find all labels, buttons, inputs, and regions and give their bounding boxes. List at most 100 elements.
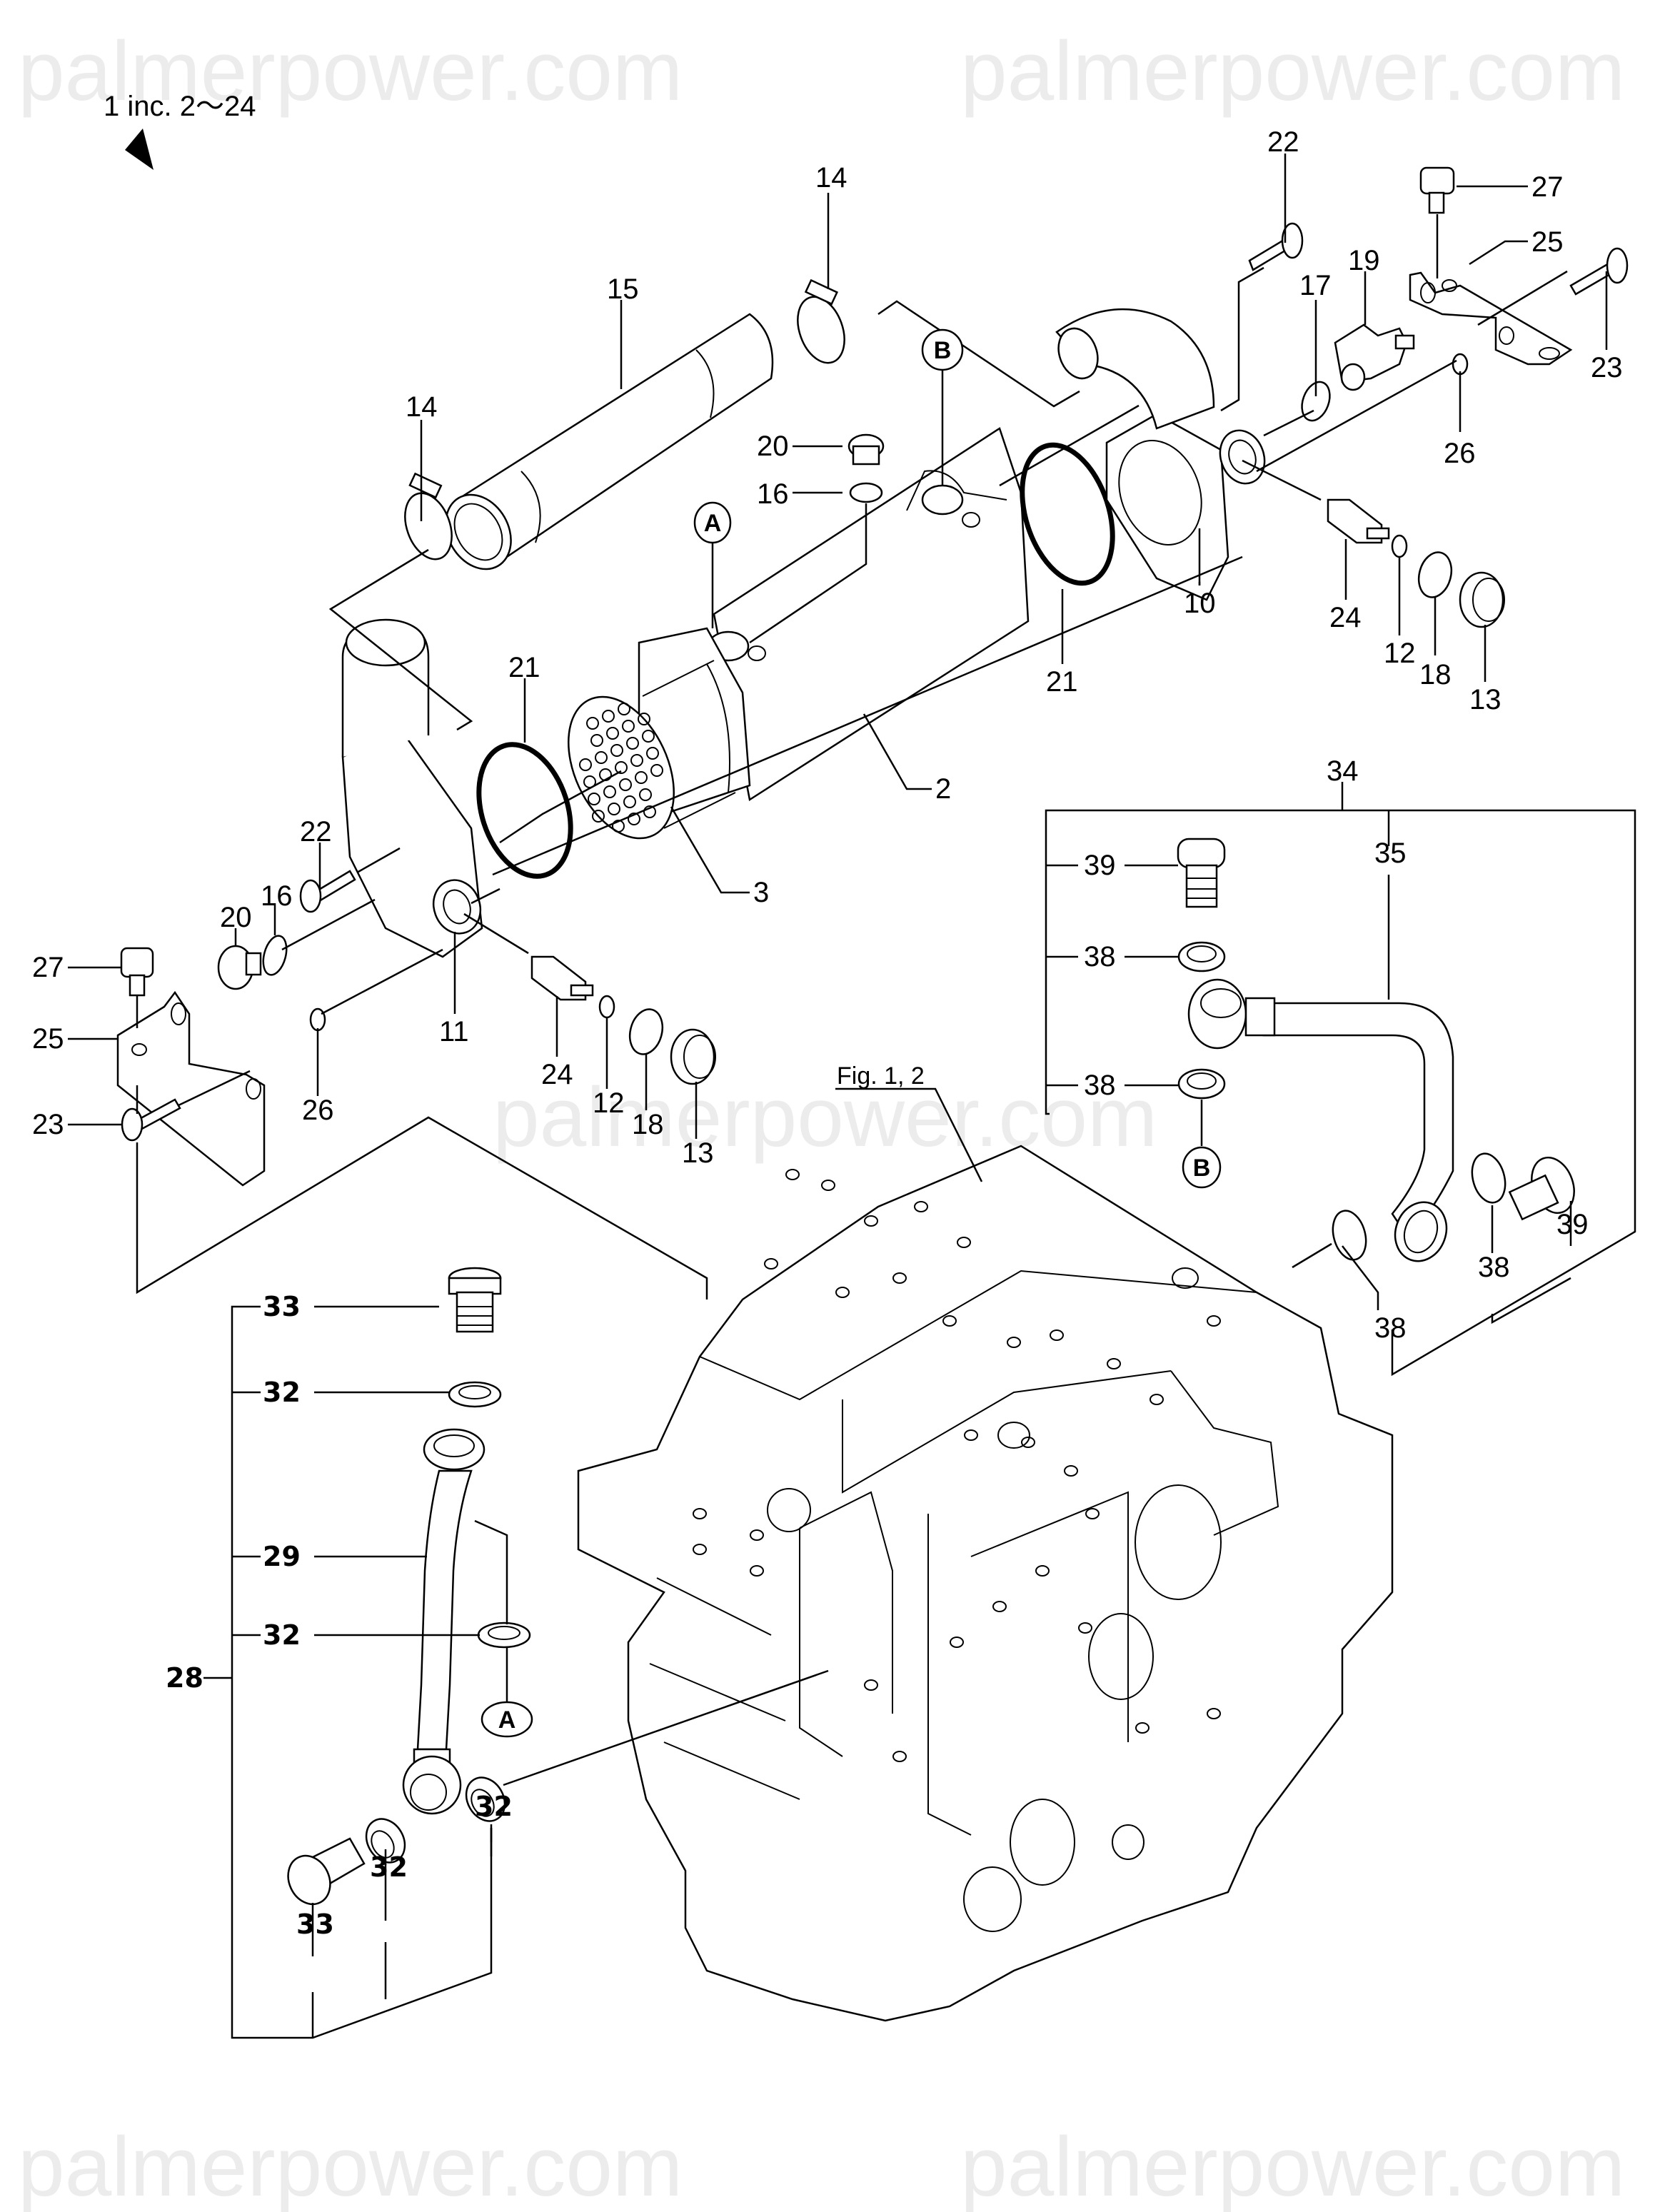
callout-20-left: 20: [220, 902, 252, 933]
tube-hole: [603, 785, 616, 798]
callout-23-left: 23: [32, 1109, 64, 1140]
engine-bolt-hole: [1050, 1329, 1064, 1341]
callout-22-top: 22: [1267, 126, 1299, 158]
tube-hole: [595, 751, 608, 764]
callout-13-low: 13: [682, 1137, 714, 1169]
engine-bolt-hole: [892, 1272, 907, 1284]
tube-hole: [622, 720, 635, 733]
engine-bolt-hole: [1035, 1565, 1050, 1577]
engine-bolt-hole: [914, 1201, 928, 1212]
callout-13-top: 13: [1469, 684, 1501, 715]
tube-hole: [586, 717, 599, 730]
tube-hole: [606, 727, 619, 740]
bolt-23-left: [121, 1098, 181, 1142]
callout-39-a: 39: [1084, 850, 1116, 881]
tube-hole: [610, 744, 623, 757]
tube-hole: [623, 795, 636, 808]
callout-29: 29: [263, 1541, 301, 1572]
callout-33-a: 33: [263, 1291, 301, 1322]
tube-hole: [618, 703, 630, 715]
bolt-27-left: [120, 947, 154, 997]
gasket-38-b: [1177, 1068, 1226, 1100]
callout-32-a: 32: [263, 1377, 301, 1408]
valve-24-low: [530, 955, 594, 1001]
gasket-32-c: [465, 1776, 506, 1822]
engine-bolt-hole: [835, 1287, 850, 1298]
svg-text:B: B: [934, 337, 952, 364]
oil-pipe-35: [1187, 978, 1454, 1262]
callout-19: 19: [1348, 245, 1380, 276]
plug-20-left: [217, 945, 262, 990]
watermark-bottom-right: palmerpower.com: [960, 2120, 1625, 2212]
tube-hole: [602, 710, 615, 723]
callout-labels: 14 15 14 22 27 25 19 17 23 20 16 26 10 2…: [32, 126, 1623, 1940]
tube-hole: [628, 813, 640, 825]
callout-38-b: 38: [1084, 1070, 1116, 1101]
svg-text:B: B: [1193, 1155, 1211, 1182]
cooler-element-3: [567, 660, 736, 840]
gasket-38-a: [1177, 941, 1226, 972]
engine-bolt-hole: [1064, 1465, 1078, 1477]
gasket-38-d: [1332, 1210, 1367, 1261]
engine-bolt-hole: [864, 1679, 878, 1691]
tube-hole: [630, 754, 643, 767]
callout-33-b: 33: [296, 1909, 334, 1940]
tube-hole: [579, 758, 592, 771]
callout-32-d: 32: [370, 1851, 408, 1883]
bolt-23-top: [1569, 247, 1629, 296]
callout-21-left: 21: [508, 652, 540, 683]
engine-bolt-hole: [750, 1529, 764, 1541]
direction-arrow-icon: [125, 129, 154, 170]
callout-22-left: 22: [300, 816, 332, 848]
tube-hole: [615, 761, 628, 774]
engine-bolt-hole: [1085, 1508, 1100, 1519]
part-drawings: [116, 166, 1629, 2022]
assembly-note: 1 inc. 2～24: [104, 91, 256, 122]
watermarks: palmerpower.com palmerpower.com palmerpo…: [18, 24, 1625, 2212]
callout-35: 35: [1374, 838, 1407, 869]
callout-25-top: 25: [1531, 226, 1564, 258]
hose-clamp-14-left: [404, 472, 453, 560]
oil-cooler-body-2: [638, 427, 1030, 815]
callout-32-b: 32: [263, 1619, 301, 1651]
engine-bolt-hole: [1021, 1437, 1035, 1448]
tube-hole: [612, 820, 625, 833]
tube-hole: [608, 803, 620, 815]
engine-bolt-hole: [864, 1215, 878, 1227]
callout-32-c: 32: [475, 1791, 513, 1822]
callout-23-top: 23: [1591, 352, 1623, 383]
callout-38-a: 38: [1084, 941, 1116, 972]
o-ring-21-left: [476, 742, 573, 879]
watermark-bottom-left: palmerpower.com: [18, 2120, 683, 2212]
tube-hole: [650, 764, 663, 777]
callout-27-left: 27: [32, 952, 64, 983]
callout-38-c: 38: [1478, 1252, 1510, 1283]
tube-hole: [590, 734, 603, 747]
engine-bolt-hole: [1078, 1622, 1092, 1634]
tube-hole: [626, 737, 639, 750]
engine-bolt-hole: [957, 1237, 971, 1248]
callout-18-top: 18: [1419, 659, 1452, 690]
callout-39-b: 39: [1556, 1209, 1589, 1240]
bolt-22-left: [299, 870, 356, 913]
engine-bolt-hole: [821, 1180, 835, 1191]
sensor-19: [1334, 323, 1415, 391]
gasket-18-top: [1417, 551, 1453, 598]
callout-14-left: 14: [406, 391, 438, 423]
svg-text:A: A: [498, 1706, 516, 1734]
washer-26-left: [309, 1007, 326, 1032]
callout-3: 3: [753, 877, 769, 908]
banjo-bolt-33-a: [448, 1267, 502, 1333]
engine-bolt-hole: [764, 1258, 778, 1270]
engine-bolt-hole: [964, 1429, 978, 1441]
engine-bolt-hole: [1135, 1722, 1150, 1734]
engine-bolt-hole: [892, 1751, 907, 1762]
engine-bolt-hole: [1150, 1394, 1164, 1405]
callout-26-top: 26: [1444, 438, 1476, 469]
reference-marker-a-top: A: [693, 501, 732, 544]
tube-hole: [646, 747, 659, 760]
valve-24-top: [1327, 498, 1390, 544]
gasket-18-low: [628, 1008, 664, 1055]
washer-12-top: [1391, 534, 1408, 558]
callout-25-left: 25: [32, 1023, 64, 1055]
